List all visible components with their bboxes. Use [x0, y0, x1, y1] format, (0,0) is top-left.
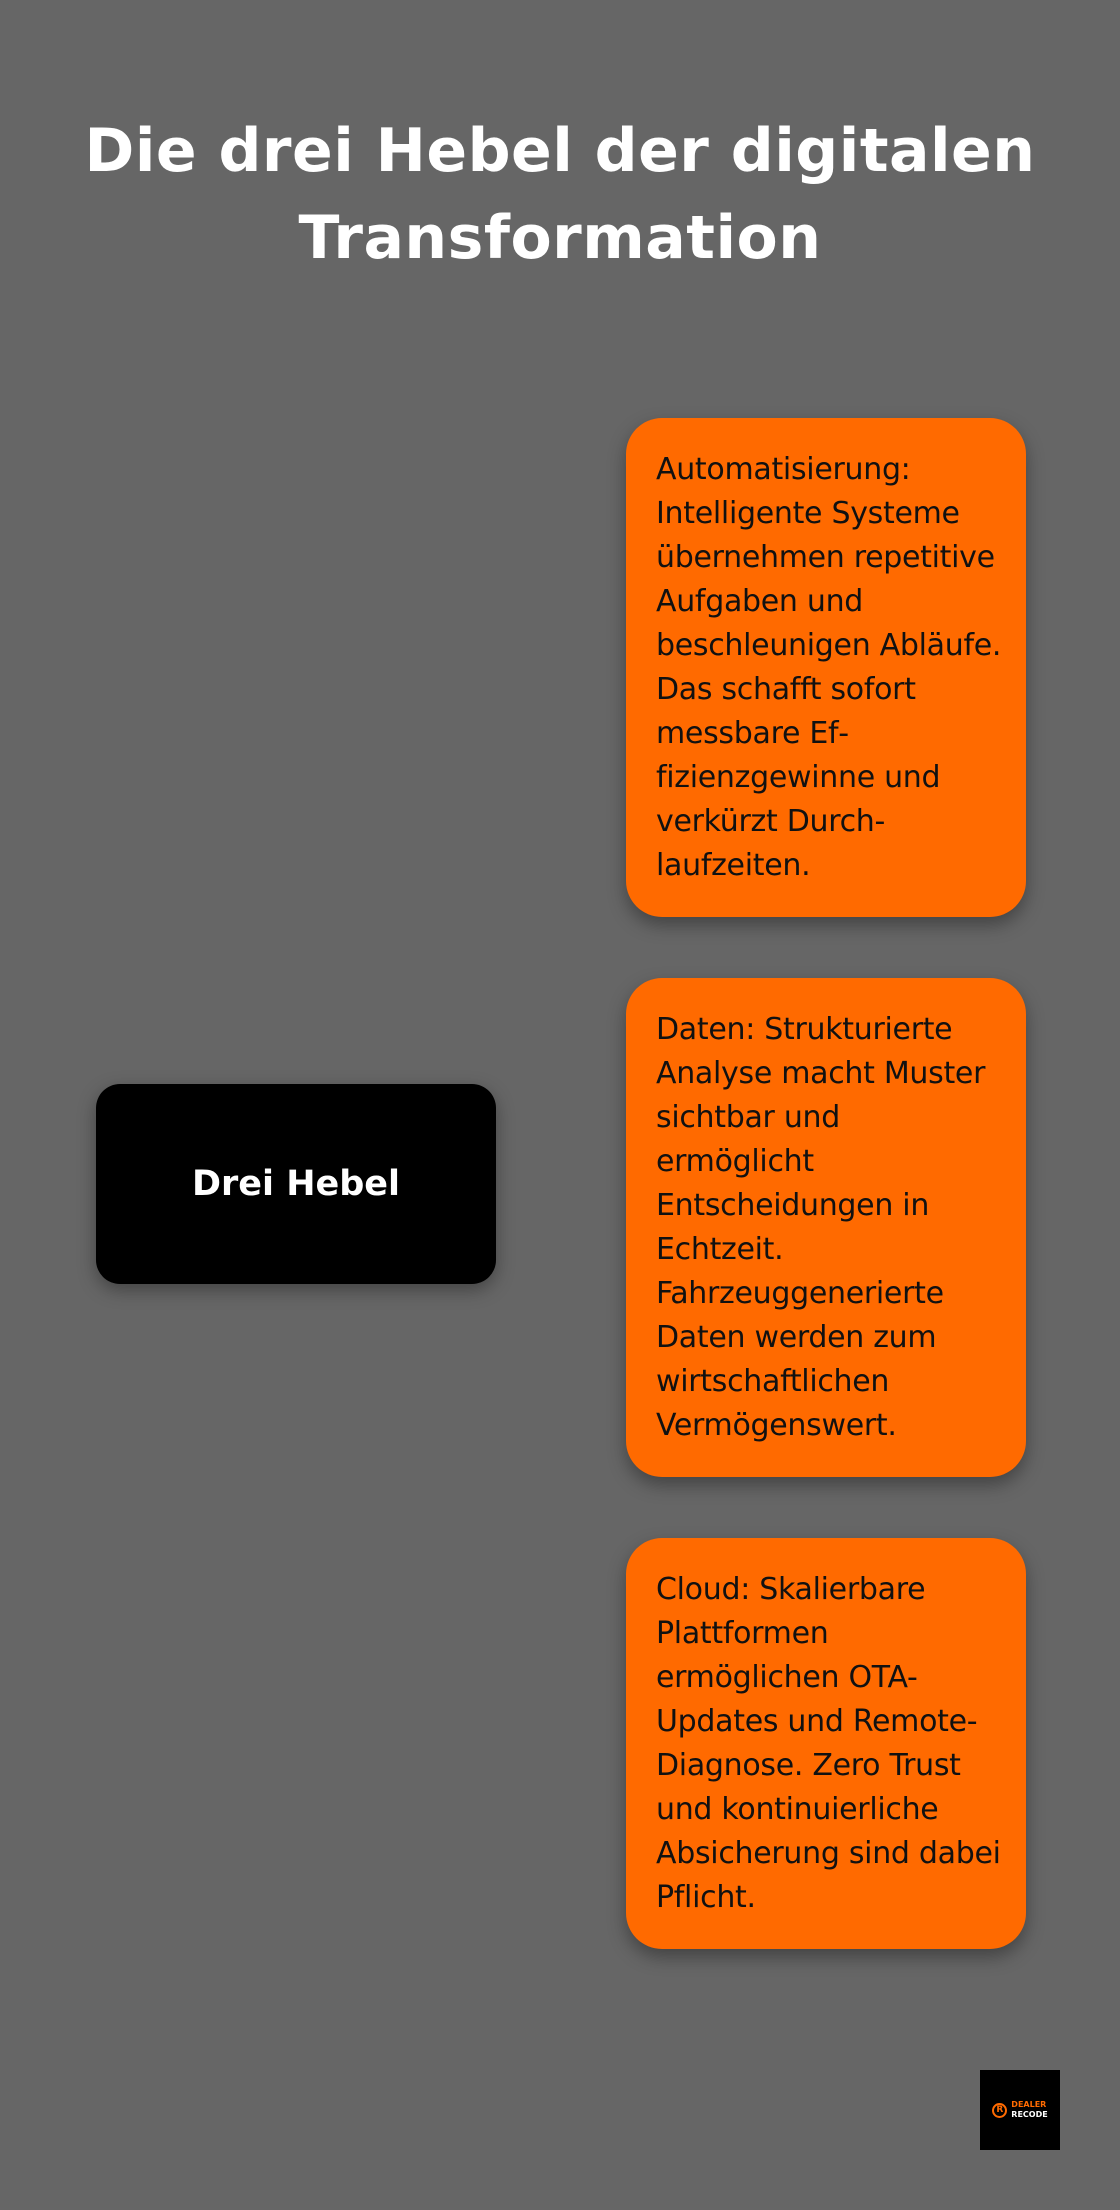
- central-node: Drei Hebel: [96, 1084, 496, 1284]
- lever-card-data: Daten: Strukturierte Analyse macht Muste…: [626, 978, 1026, 1477]
- lever-card-text: Automatisierung: Intelligente Systeme üb…: [656, 452, 1002, 883]
- central-node-label: Drei Hebel: [191, 1164, 401, 1204]
- logo-wordmark: DEALER RECODE: [1011, 2100, 1047, 2120]
- dealer-recode-logo: R DEALER RECODE: [980, 2070, 1060, 2150]
- page-title: Die drei Hebel der digitalen Transformat…: [84, 116, 1036, 273]
- lever-card-text: Cloud: Skalierbare Plattformen ermöglich…: [656, 1572, 1001, 1915]
- logo-line-2: RECODE: [1011, 2110, 1048, 2119]
- lever-card-automation: Automatisierung: Intelligente Systeme üb…: [626, 418, 1026, 917]
- lever-card-text: Daten: Strukturierte Analyse macht Muste…: [656, 1012, 986, 1443]
- logo-mark-icon: R: [992, 2102, 1008, 2118]
- lever-card-cloud: Cloud: Skalierbare Plattformen ermöglich…: [626, 1538, 1026, 1949]
- logo-line-1: DEALER: [1011, 2100, 1047, 2109]
